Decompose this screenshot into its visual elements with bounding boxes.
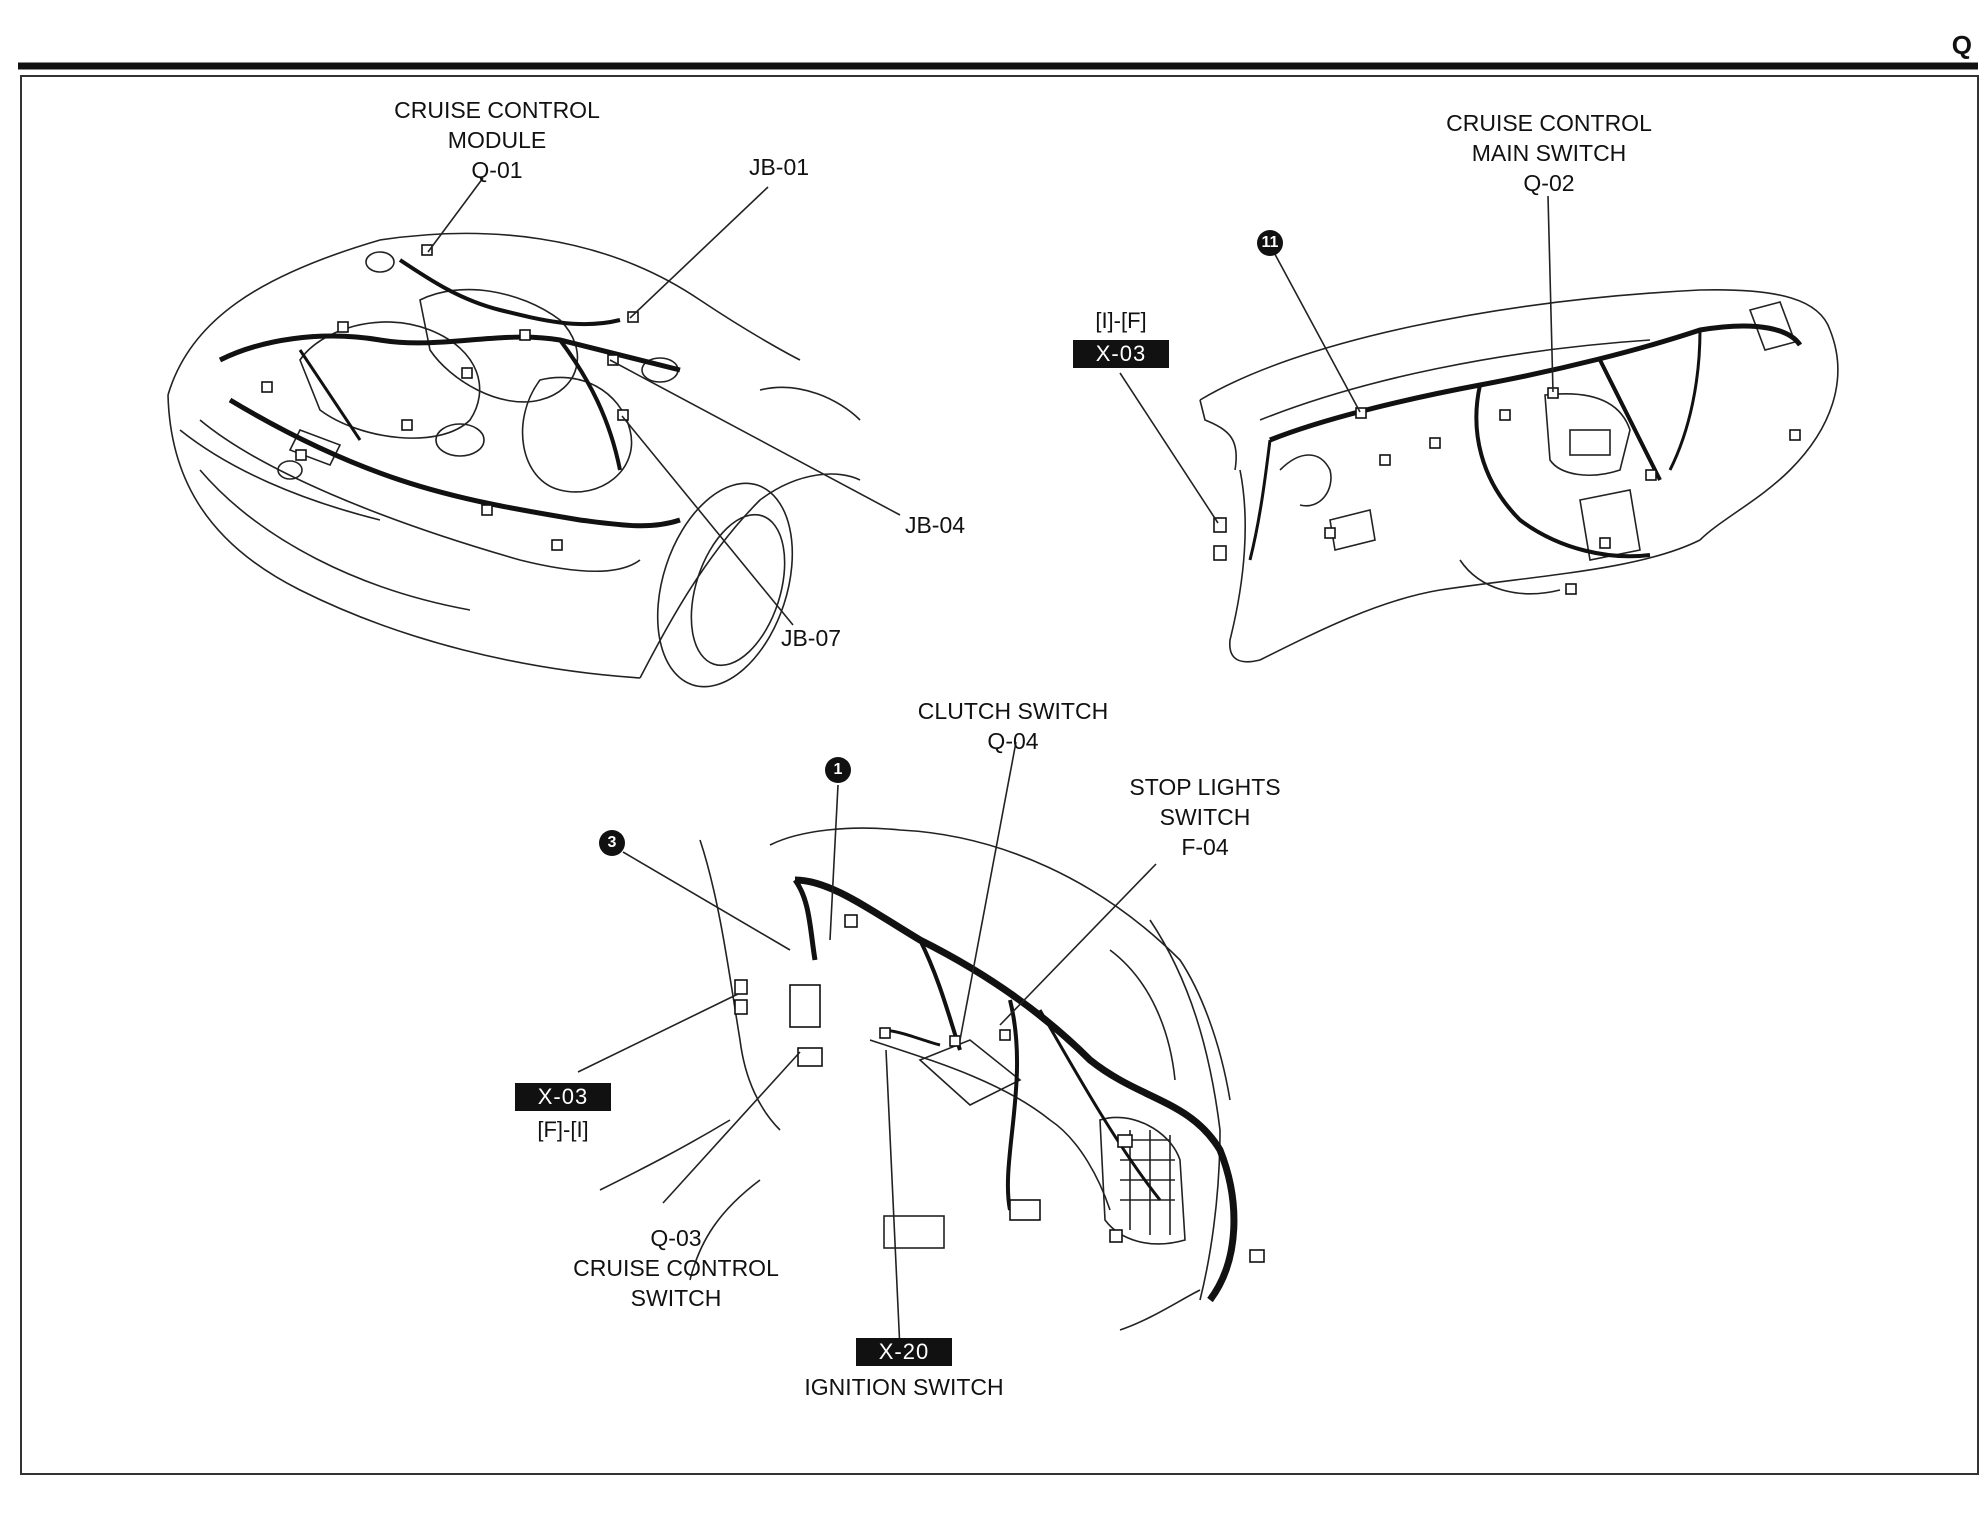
ignition-switch-label: IGNITION SWITCH <box>804 1374 1004 1400</box>
dashboard-illustration <box>1119 195 1839 663</box>
engine-bay-illustration <box>167 177 901 688</box>
cruise-switch-code: Q-03 <box>650 1225 702 1251</box>
cruise-control-main-switch-label: CRUISE CONTROL MAIN SWITCH Q-02 <box>1446 108 1652 198</box>
section-letter: Q <box>1951 30 1972 60</box>
footwell-illustration <box>577 741 1265 1351</box>
ground-point-11: 11 <box>1257 230 1283 256</box>
connector-route-label-bottom: [F]-[I] <box>537 1117 589 1142</box>
ground-point-3: 3 <box>599 830 625 856</box>
main-switch-line1: CRUISE CONTROL <box>1446 110 1652 136</box>
connector-badge-top: X-03 <box>1073 340 1169 368</box>
stop-lights-line1: STOP LIGHTS <box>1129 774 1281 800</box>
module-code: Q-01 <box>471 157 523 183</box>
jb04-label: JB-04 <box>904 512 966 538</box>
ignition-badge: X-20 <box>856 1338 952 1366</box>
main-switch-code: Q-02 <box>1523 170 1575 196</box>
module-title-line2: MODULE <box>447 127 547 153</box>
clutch-switch-code: Q-04 <box>987 728 1039 754</box>
connector-route-label-top: [I]-[F] <box>1095 308 1147 333</box>
cruise-switch-line2: SWITCH <box>630 1285 722 1311</box>
cruise-control-switch-label: Q-03 CRUISE CONTROL SWITCH <box>573 1223 779 1313</box>
connector-badge-bottom: X-03 <box>515 1083 611 1111</box>
stop-lights-code: F-04 <box>1181 834 1229 860</box>
cruise-switch-line1: CRUISE CONTROL <box>573 1255 779 1281</box>
stop-lights-line2: SWITCH <box>1159 804 1251 830</box>
main-switch-line2: MAIN SWITCH <box>1471 140 1627 166</box>
jb07-label: JB-07 <box>780 625 842 651</box>
clutch-switch-label: CLUTCH SWITCH Q-04 <box>918 696 1108 756</box>
module-title-line1: CRUISE CONTROL <box>394 97 600 123</box>
page-border <box>20 75 1979 1475</box>
cruise-control-module-label: CRUISE CONTROL MODULE Q-01 <box>394 95 600 185</box>
ground-point-1: 1 <box>825 757 851 783</box>
clutch-switch-line1: CLUTCH SWITCH <box>917 698 1109 724</box>
stop-lights-switch-label: STOP LIGHTS SWITCH F-04 <box>1129 772 1280 862</box>
jb01-label: JB-01 <box>748 154 810 180</box>
